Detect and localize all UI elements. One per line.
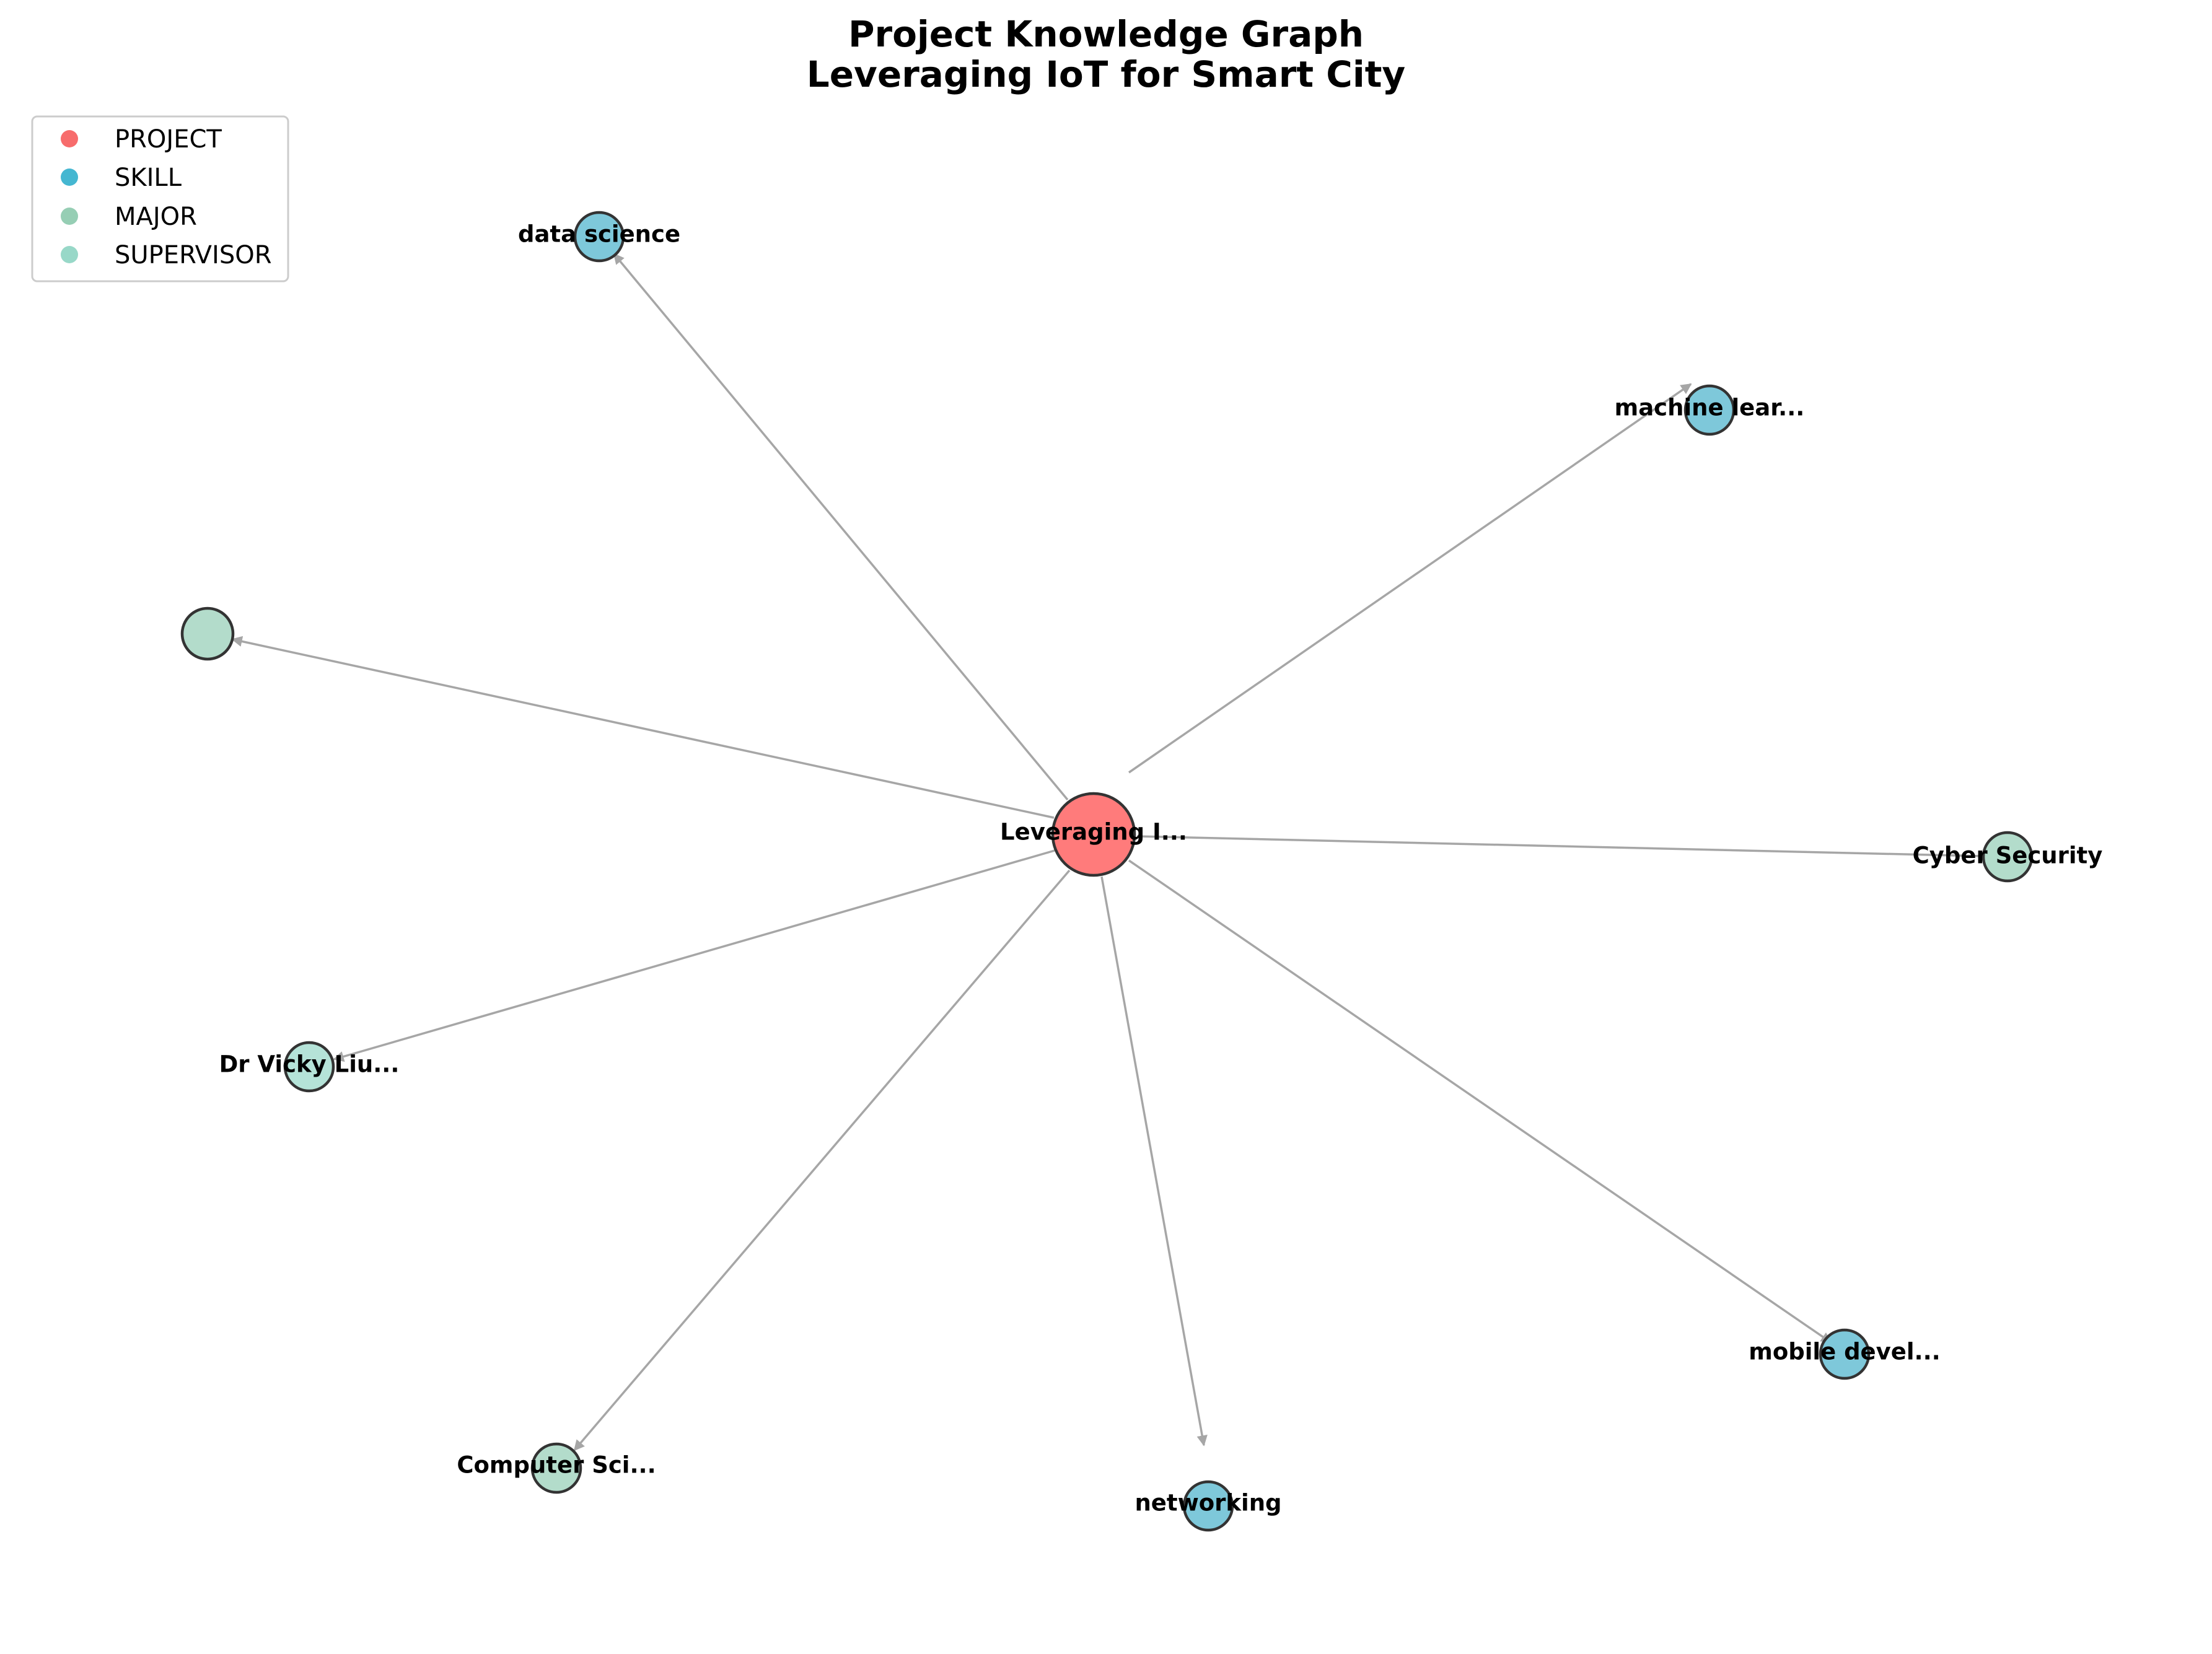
node-computer-science xyxy=(530,1442,582,1494)
node-cyber-security xyxy=(1982,831,2034,883)
node-label-machine-learning: machine lear... xyxy=(1615,395,1805,421)
legend-marker-supervisor xyxy=(61,246,78,263)
node-labels: data science machine lear... Cyber Secur… xyxy=(219,221,2103,1516)
legend-item-project: PROJECT xyxy=(61,125,222,154)
edge-to-unlabeled-major xyxy=(231,636,1055,819)
legend-marker-project xyxy=(61,130,78,147)
graph-title-line-2: Leveraging IoT for Smart City xyxy=(807,53,1406,95)
node-label-networking: networking xyxy=(1135,1490,1281,1516)
legend-item-supervisor: SUPERVISOR xyxy=(61,241,272,269)
legend-label-major: MAJOR xyxy=(115,203,197,231)
legend-label-supervisor: SUPERVISOR xyxy=(115,241,272,269)
legend-item-major: MAJOR xyxy=(61,203,197,231)
legend-label-project: PROJECT xyxy=(115,125,222,154)
legend-marker-skill xyxy=(61,168,78,186)
edge-to-data-science xyxy=(613,253,1069,801)
node-label-mobile-development: mobile devel... xyxy=(1749,1339,1940,1365)
node-label-dr-vicky-liu: Dr Vicky Liu... xyxy=(219,1051,400,1078)
edges xyxy=(231,253,1983,1451)
edge-to-mobile-development xyxy=(1128,859,1832,1344)
legend-marker-major xyxy=(61,208,78,225)
node-label-data-science: data science xyxy=(518,221,680,248)
graph-title-line-1: Project Knowledge Graph xyxy=(848,13,1364,55)
edge-to-machine-learning xyxy=(1128,383,1692,774)
legend-frame xyxy=(31,115,289,282)
edge-to-cyber-security xyxy=(1136,835,1983,857)
legend-label-skill: SKILL xyxy=(115,164,182,192)
legend: PROJECT SKILL MAJOR SUPERVISOR xyxy=(31,115,289,282)
node-networking xyxy=(1182,1480,1234,1532)
edge-to-dr-vicky-liu xyxy=(333,849,1055,1062)
node-data-science xyxy=(573,211,625,263)
node-label-cyber-security: Cyber Security xyxy=(1913,842,2103,869)
node-label-computer-science: Computer Sci... xyxy=(457,1452,656,1479)
legend-item-skill: SKILL xyxy=(61,164,182,192)
edge-to-computer-science xyxy=(573,869,1071,1451)
node-unlabeled-major xyxy=(180,606,235,661)
node-label-project-center: Leveraging I... xyxy=(1000,819,1187,846)
node-project-center xyxy=(1051,792,1136,877)
nodes xyxy=(180,211,2034,1532)
node-mobile-development xyxy=(1819,1328,1871,1380)
node-machine-learning xyxy=(1683,384,1736,436)
edge-to-networking xyxy=(1100,876,1208,1446)
node-dr-vicky-liu xyxy=(283,1041,335,1093)
